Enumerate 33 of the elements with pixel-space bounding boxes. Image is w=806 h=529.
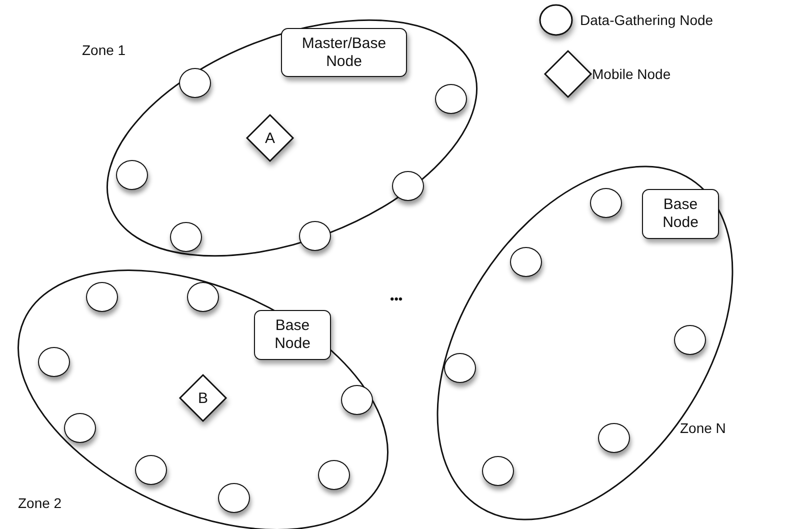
data-gathering-node	[590, 188, 622, 218]
data-gathering-node	[435, 84, 467, 114]
data-gathering-node	[341, 385, 373, 415]
data-gathering-node	[170, 222, 202, 252]
data-gathering-node	[510, 247, 542, 277]
data-gathering-node	[482, 456, 514, 486]
data-gathering-node	[674, 325, 706, 355]
data-gathering-node	[318, 460, 350, 490]
ellipsis-mark: •••	[390, 292, 403, 306]
node-letter: A	[264, 128, 276, 148]
zone-label: Zone 1	[82, 42, 126, 58]
data-gathering-node	[64, 413, 96, 443]
mobile-node-diamond	[179, 374, 227, 422]
data-gathering-node	[218, 483, 250, 513]
data-gathering-node	[187, 282, 219, 312]
zone-label: Zone 2	[18, 495, 62, 511]
data-gathering-node	[444, 353, 476, 383]
base-node-box: Master/Base Node	[281, 28, 407, 77]
data-gathering-node	[116, 160, 148, 190]
base-node-box: Base Node	[642, 189, 719, 239]
data-gathering-node	[299, 221, 331, 251]
data-gathering-node	[86, 282, 118, 312]
legend-label: Mobile Node	[592, 66, 671, 82]
node-letter: B	[196, 388, 209, 408]
base-node-box: Base Node	[254, 310, 331, 360]
data-gathering-node	[135, 455, 167, 485]
mobile-node-diamond	[246, 114, 294, 162]
data-gathering-node	[179, 68, 211, 98]
zone-label: Zone N	[680, 420, 726, 436]
data-gathering-node	[598, 423, 630, 453]
data-gathering-node	[392, 171, 424, 201]
legend-label: Data-Gathering Node	[580, 12, 714, 28]
data-gathering-node	[38, 347, 70, 377]
